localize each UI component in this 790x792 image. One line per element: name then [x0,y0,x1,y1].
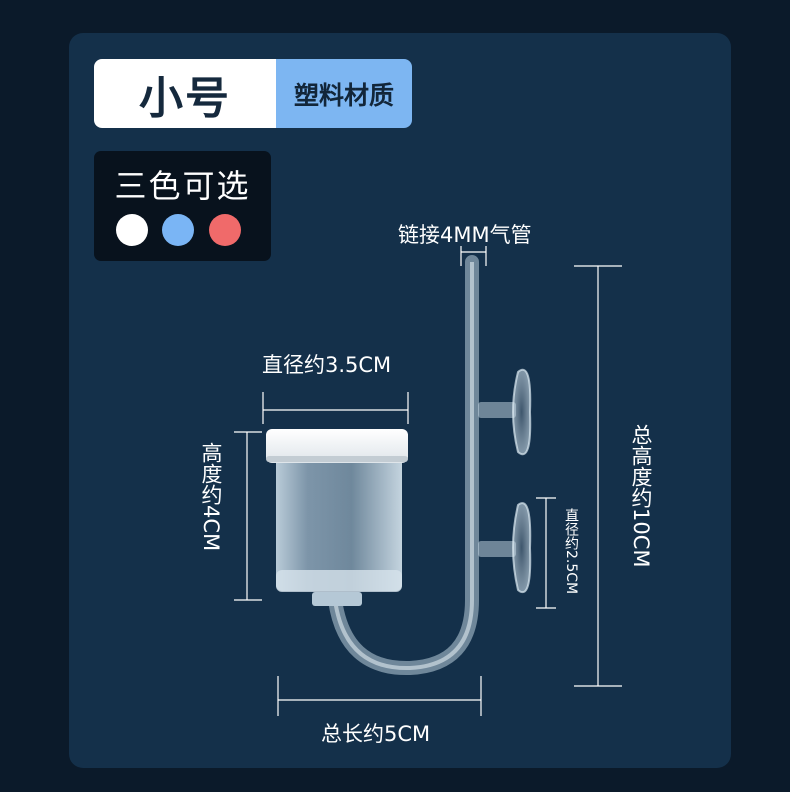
suction-cup-upper [478,369,532,455]
size-label: 小号 [94,59,276,128]
suction-diameter-label: 直径约2.5CM [563,508,579,595]
color-options-title: 三色可选 [114,167,251,205]
total-length-label: 总长约5CM [321,722,431,746]
color-swatch-blue [162,214,194,246]
dimension-lines [234,246,622,716]
glass-tube [328,255,479,676]
total-height-label: 总高度约10CM [629,424,653,568]
color-swatch-white [116,214,148,246]
cup-diameter-label: 直径约3.5CM [262,353,392,377]
tube-link-label: 链接4MM气管 [398,223,532,247]
cup-height-label: 高度约4CM [199,442,223,552]
size-badge: 小号 塑料材质 [94,59,412,128]
diffuser-cup [266,429,408,606]
suction-cup-lower [478,502,532,593]
material-label: 塑料材质 [276,59,412,128]
color-swatch-red [209,214,241,246]
